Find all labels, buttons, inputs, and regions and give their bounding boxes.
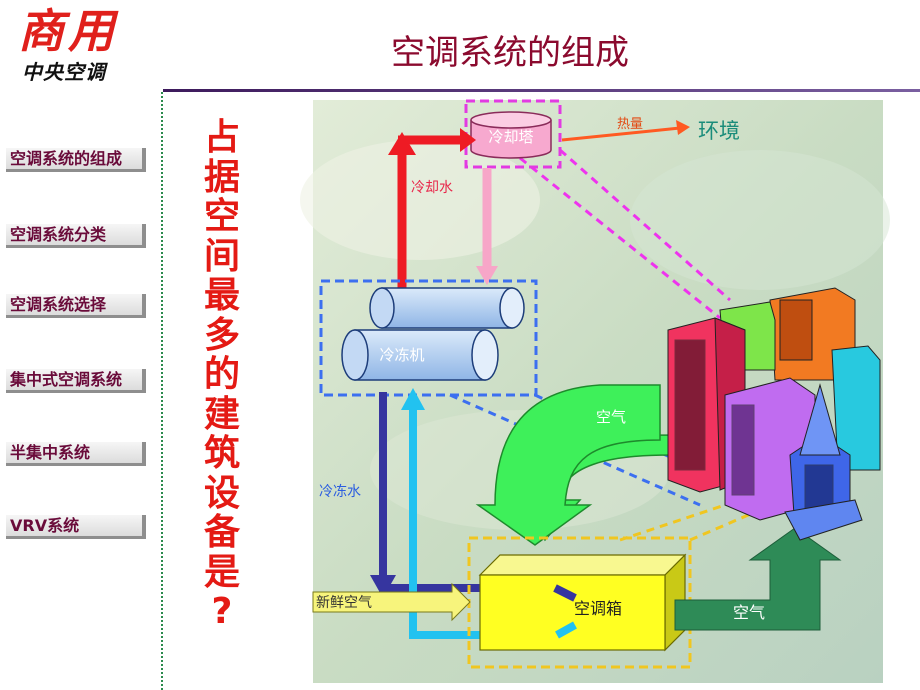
vertical-char: 据 [203,156,240,198]
chiller [341,287,525,381]
return-air-arrow [674,527,842,631]
vertical-char: 备 [203,512,240,553]
page-title: 空调系统的组成 [391,33,629,73]
nav-item-vrv-system[interactable]: VRV系统 [6,515,146,539]
ahu-label: 空调箱 [574,599,622,618]
vertical-question-text: 占 据 空 间 最 多 的 建 筑 设 备 是 ? [200,118,244,632]
chiller-box [319,279,538,397]
logo-sub-text: 中央空调 [22,60,106,84]
nav-item-central-system[interactable]: 集中式空调系统 [6,369,146,393]
vertical-char: 设 [203,472,240,514]
ahu [479,574,666,651]
fresh-air-label: 新鲜空气 [316,595,372,611]
fresh-air-arrow [312,582,471,622]
nav-item-selection[interactable]: 空调系统选择 [6,294,146,318]
vertical-char: 多 [203,314,240,356]
vertical-char: 最 [203,275,240,316]
cooling-water-label: 冷却水 [411,180,453,196]
vertical-char: 的 [203,354,240,395]
vertical-char: ? [211,591,233,632]
heat-arrow [561,126,681,142]
header-divider [163,89,920,92]
logo-main-text: 商用 [18,4,118,58]
vertical-char: 空 [203,196,240,237]
vertical-char: 占 [203,117,240,158]
cooling-tower-label: 冷却塔 [488,128,533,146]
heat-label: 热量 [617,117,643,132]
nav-item-composition[interactable]: 空调系统的组成 [6,148,146,172]
nav-item-semi-central-system[interactable]: 半集中系统 [6,442,146,466]
air-label-top: 空气 [596,408,626,426]
building-cluster [667,287,881,541]
vertical-char: 筑 [203,433,240,474]
vertical-char: 间 [203,235,240,277]
chiller-label: 冷冻机 [379,346,424,364]
nav-item-classification[interactable]: 空调系统分类 [6,224,146,248]
vertical-char: 建 [203,393,240,435]
cooling-tower [470,120,552,159]
sidebar-divider [161,92,163,690]
environment-label: 环境 [698,119,740,143]
tower-building-link [519,148,731,320]
air-label-right: 空气 [733,603,765,622]
vertical-char: 是 [203,551,240,593]
chilled-water-label: 冷冻水 [319,483,361,500]
